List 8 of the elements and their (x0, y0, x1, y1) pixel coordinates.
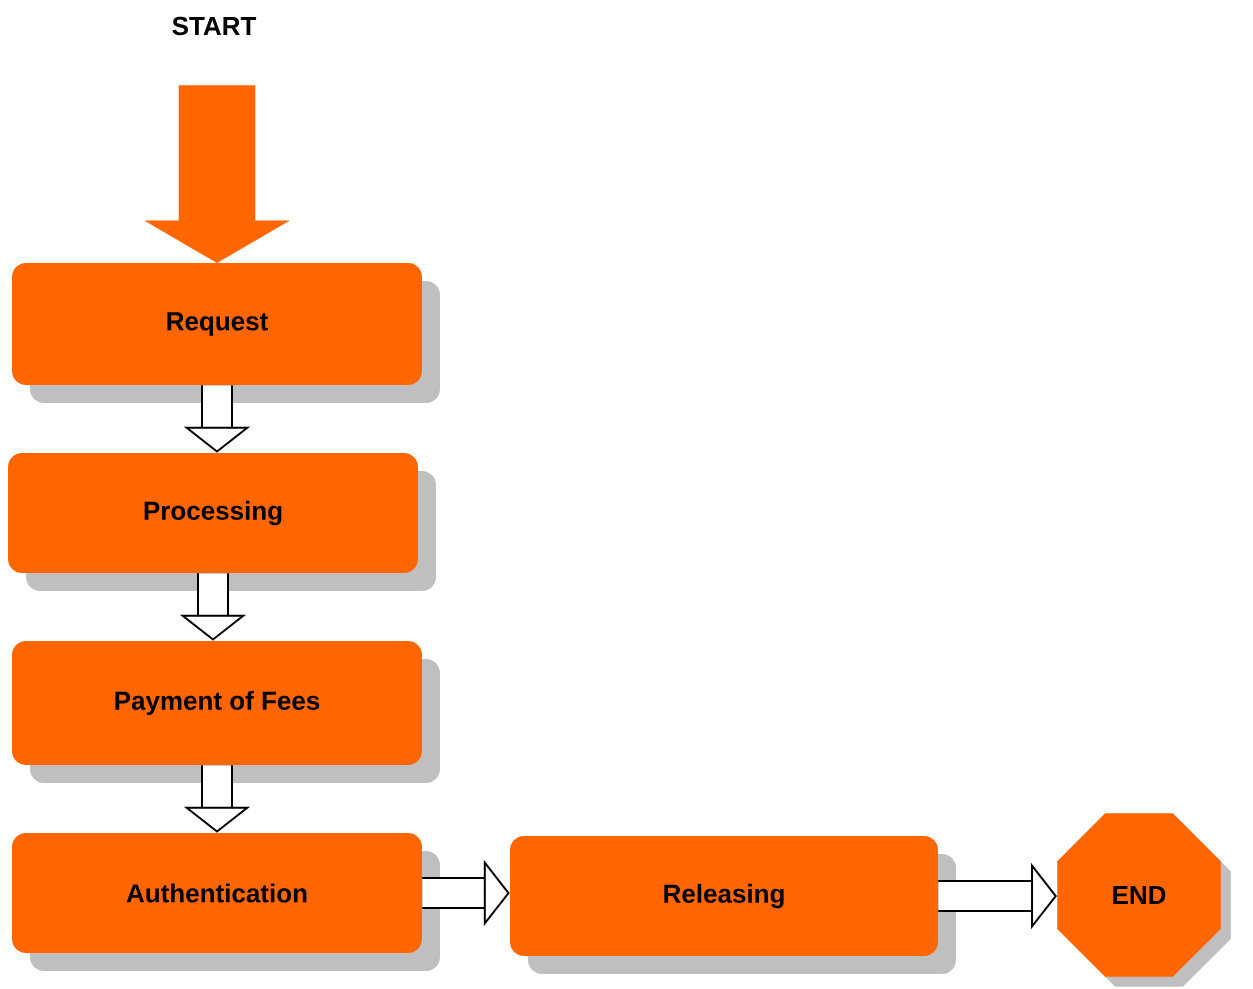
arrow (144, 85, 290, 264)
process-box: Authentication (12, 833, 440, 971)
end-octagon: END (1057, 813, 1231, 987)
process-box: Request (12, 263, 440, 403)
process-box: Payment of Fees (12, 641, 440, 783)
process-box: Processing (8, 453, 436, 591)
process-box: Releasing (510, 836, 956, 974)
start-label: START (172, 16, 257, 36)
